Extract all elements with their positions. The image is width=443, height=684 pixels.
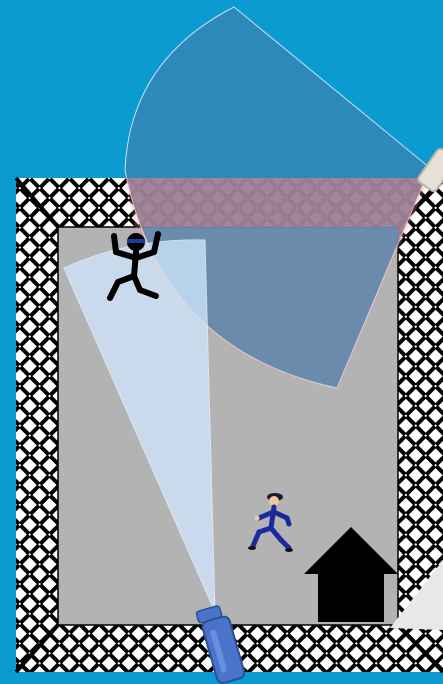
light-wedge	[390, 560, 443, 630]
thief-icon[interactable]	[107, 231, 161, 301]
guard-icon[interactable]	[248, 493, 293, 552]
alert-overlay-floor	[125, 178, 430, 388]
searchlight-icon[interactable]	[417, 147, 443, 193]
house-icon[interactable]	[304, 527, 398, 622]
camera-icon[interactable]	[195, 604, 246, 684]
